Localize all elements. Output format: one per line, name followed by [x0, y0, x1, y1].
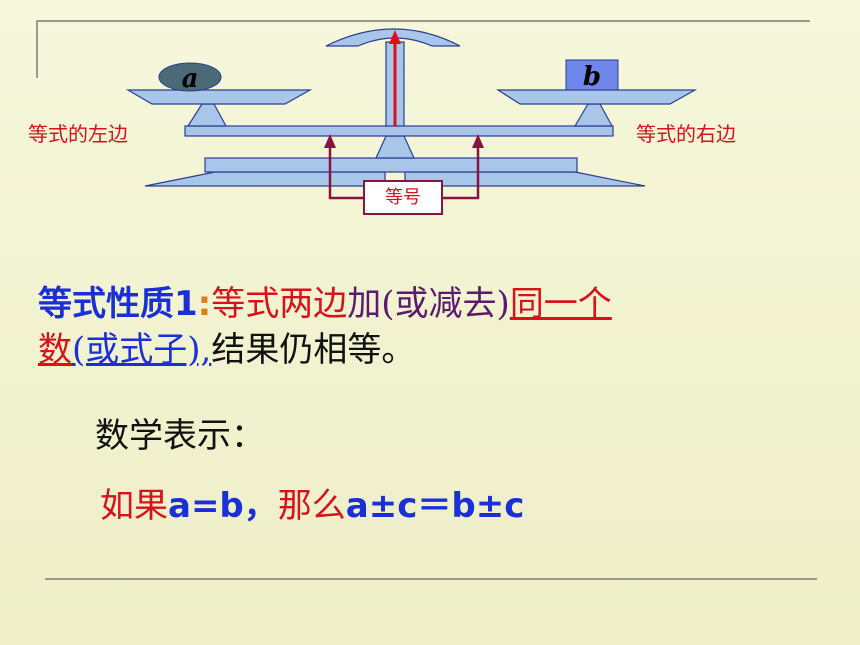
- property-line-1: 等式性质1:等式两边加(或减去)同一个: [38, 282, 612, 326]
- right-pan: [495, 89, 698, 105]
- formula-if: 如果: [100, 486, 168, 526]
- property-or-expression: (或式子),: [72, 330, 212, 370]
- scale-beam: [184, 125, 614, 137]
- left-arrowhead: [324, 134, 336, 148]
- right-arrow-line: [443, 146, 480, 200]
- formula-result: a±c＝b±c: [345, 486, 525, 526]
- left-arrow-line: [328, 146, 363, 200]
- formula-condition: a=b: [168, 486, 244, 526]
- scale-base: [204, 157, 578, 173]
- property-separator: :: [197, 284, 212, 324]
- math-label: 数学表示：: [95, 416, 265, 456]
- bottom-rule: [45, 578, 817, 580]
- property-number: 数: [38, 330, 72, 370]
- left-pan-support: [186, 103, 228, 127]
- right-arrowhead: [472, 134, 484, 148]
- weight-b: [565, 59, 619, 91]
- balance-scale-diagram: a b: [125, 28, 698, 200]
- top-rule: [36, 20, 810, 22]
- formula-then: 那么: [277, 486, 346, 526]
- pointer-arrowhead: [389, 30, 401, 44]
- weight-a-label: a: [182, 64, 199, 94]
- property-both-sides: 等式两边: [211, 284, 348, 324]
- math-formula: 如果a=b，那么a±c＝b±c: [100, 478, 524, 527]
- right-pan-support: [573, 103, 614, 127]
- property-line-2: 数(或式子),结果仍相等。: [38, 328, 415, 372]
- scale-base-left-foot: [144, 171, 386, 187]
- scale-pedestal: [375, 135, 415, 159]
- weight-b-label: b: [583, 62, 601, 92]
- left-pan: [125, 89, 313, 105]
- property-add-subtract: 加(或减去): [347, 284, 510, 324]
- property-same: 同一个: [509, 284, 612, 324]
- property-title: 等式性质1: [38, 284, 198, 324]
- weight-a: [158, 62, 222, 92]
- right-side-label: 等式的右边: [636, 122, 736, 146]
- formula-comma: ，: [243, 486, 278, 526]
- equal-sign-label: 等号: [363, 180, 443, 215]
- property-result: 结果仍相等。: [211, 330, 416, 370]
- left-side-label: 等式的左边: [28, 122, 128, 146]
- left-rule: [36, 20, 38, 78]
